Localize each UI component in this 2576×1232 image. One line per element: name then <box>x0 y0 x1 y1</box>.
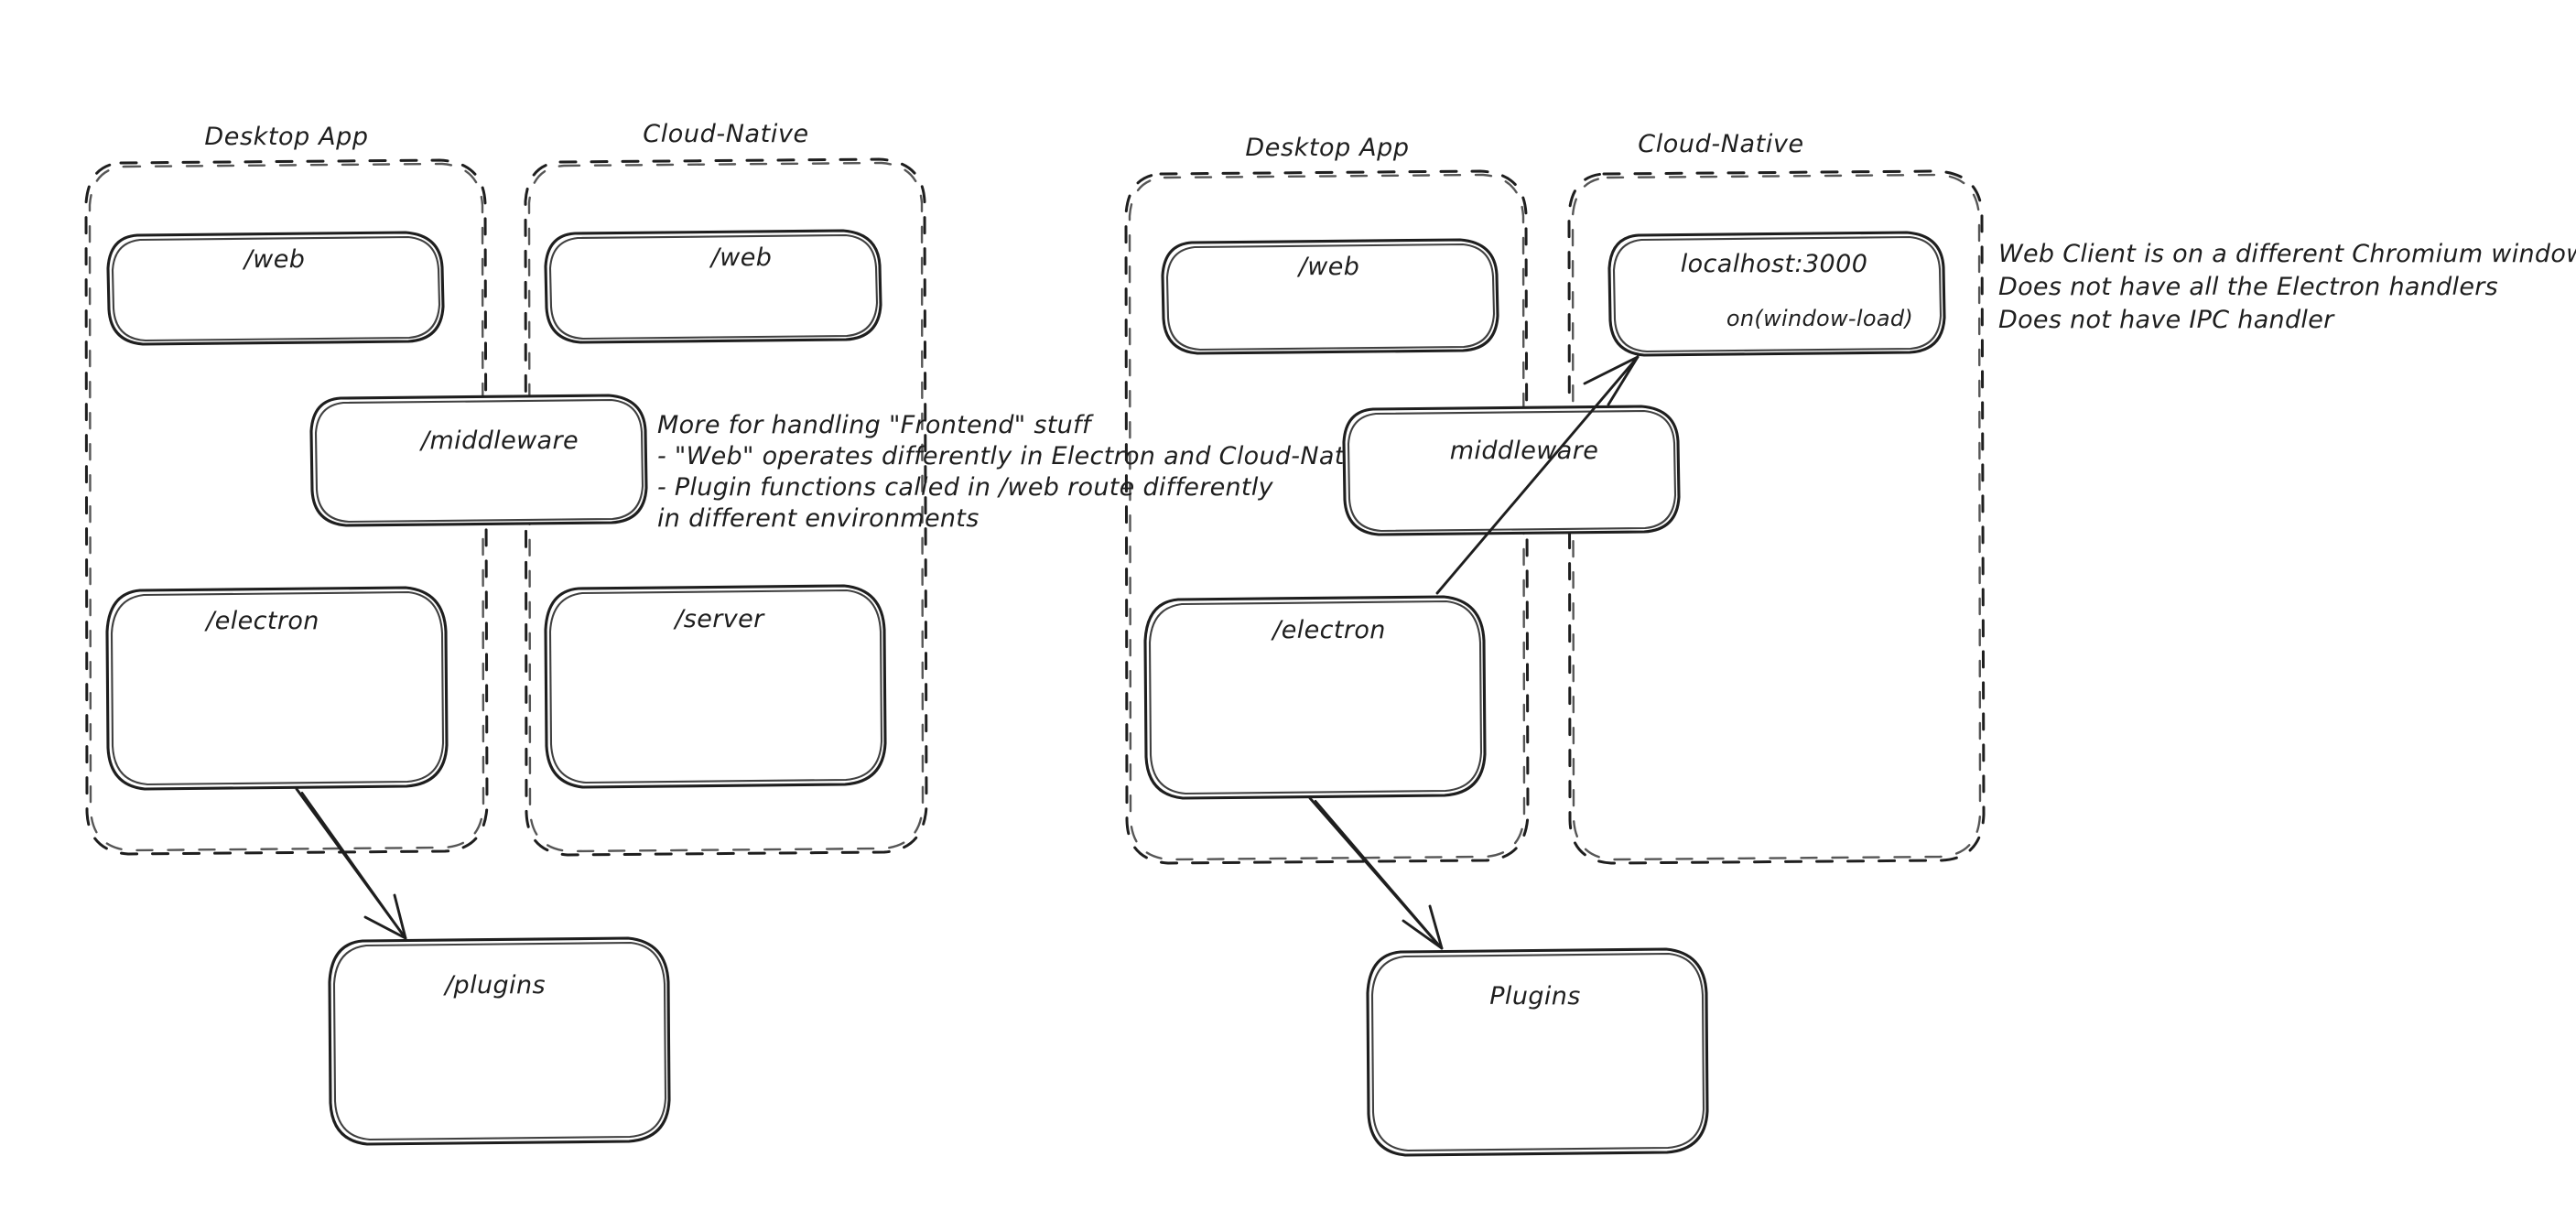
label-left-cloud-server: /server <box>673 605 765 633</box>
group-right-cloud-native[interactable] <box>1567 169 1986 865</box>
node-left-desktop-web[interactable] <box>106 231 445 346</box>
red-note-line-2: Does not have all the Electron handlers <box>1998 273 2498 301</box>
label-right-middleware: middleware <box>1450 437 1599 465</box>
green-note-line-4: in different environments <box>657 504 980 533</box>
node-left-plugins[interactable] <box>328 936 671 1146</box>
label-left-plugins: /plugins <box>443 971 546 1000</box>
green-note-line-2: - "Web" operates differently in Electron… <box>657 442 1382 470</box>
node-left-cloud-server[interactable] <box>544 584 887 789</box>
red-note-line-3: Does not have IPC handler <box>1998 306 2335 334</box>
annotation-green-note: More for handling "Frontend" stuff - "We… <box>657 411 1382 533</box>
green-note-line-1: More for handling "Frontend" stuff <box>657 411 1094 439</box>
label-right-plugins: Plugins <box>1489 982 1581 1010</box>
label-left-cloud-native: Cloud-Native <box>643 120 809 148</box>
label-left-desktop-app: Desktop App <box>204 123 368 151</box>
annotation-red-note: Web Client is on a different Chromium wi… <box>1998 240 2576 334</box>
node-right-middleware[interactable] <box>1342 405 1681 536</box>
node-left-cloud-web[interactable] <box>544 229 882 344</box>
label-right-desktop-app: Desktop App <box>1245 134 1409 162</box>
label-right-cloud-native: Cloud-Native <box>1638 130 1804 158</box>
red-note-line-1: Web Client is on a different Chromium wi… <box>1998 240 2576 268</box>
label-left-desktop-electron: /electron <box>204 607 319 635</box>
node-left-middleware[interactable] <box>309 394 648 527</box>
node-right-desktop-electron[interactable] <box>1143 595 1487 800</box>
label-right-cloud-localhost: localhost:3000 <box>1681 250 1868 278</box>
label-left-desktop-web: /web <box>243 245 306 274</box>
node-right-desktop-web[interactable] <box>1161 238 1499 355</box>
arrow-left-electron-to-plugins <box>295 787 407 940</box>
group-left-desktop-app[interactable] <box>84 158 489 856</box>
label-right-desktop-web: /web <box>1297 253 1360 281</box>
label-left-middleware: /middleware <box>419 427 579 455</box>
arrow-right-electron-to-localhost <box>1435 355 1640 595</box>
group-left-cloud-native[interactable] <box>524 157 928 857</box>
green-note-line-3: - Plugin functions called in /web route … <box>657 473 1274 502</box>
arrow-right-electron-to-plugins <box>1308 796 1444 950</box>
label-right-desktop-electron: /electron <box>1271 616 1386 644</box>
node-left-desktop-electron[interactable] <box>105 586 449 791</box>
sublabel-right-cloud-localhost: on(window-load) <box>1726 306 1913 331</box>
label-left-cloud-web: /web <box>709 243 773 272</box>
node-right-plugins[interactable] <box>1366 947 1709 1157</box>
group-right-desktop-app[interactable] <box>1124 169 1530 865</box>
node-right-cloud-localhost[interactable] <box>1607 231 1946 357</box>
